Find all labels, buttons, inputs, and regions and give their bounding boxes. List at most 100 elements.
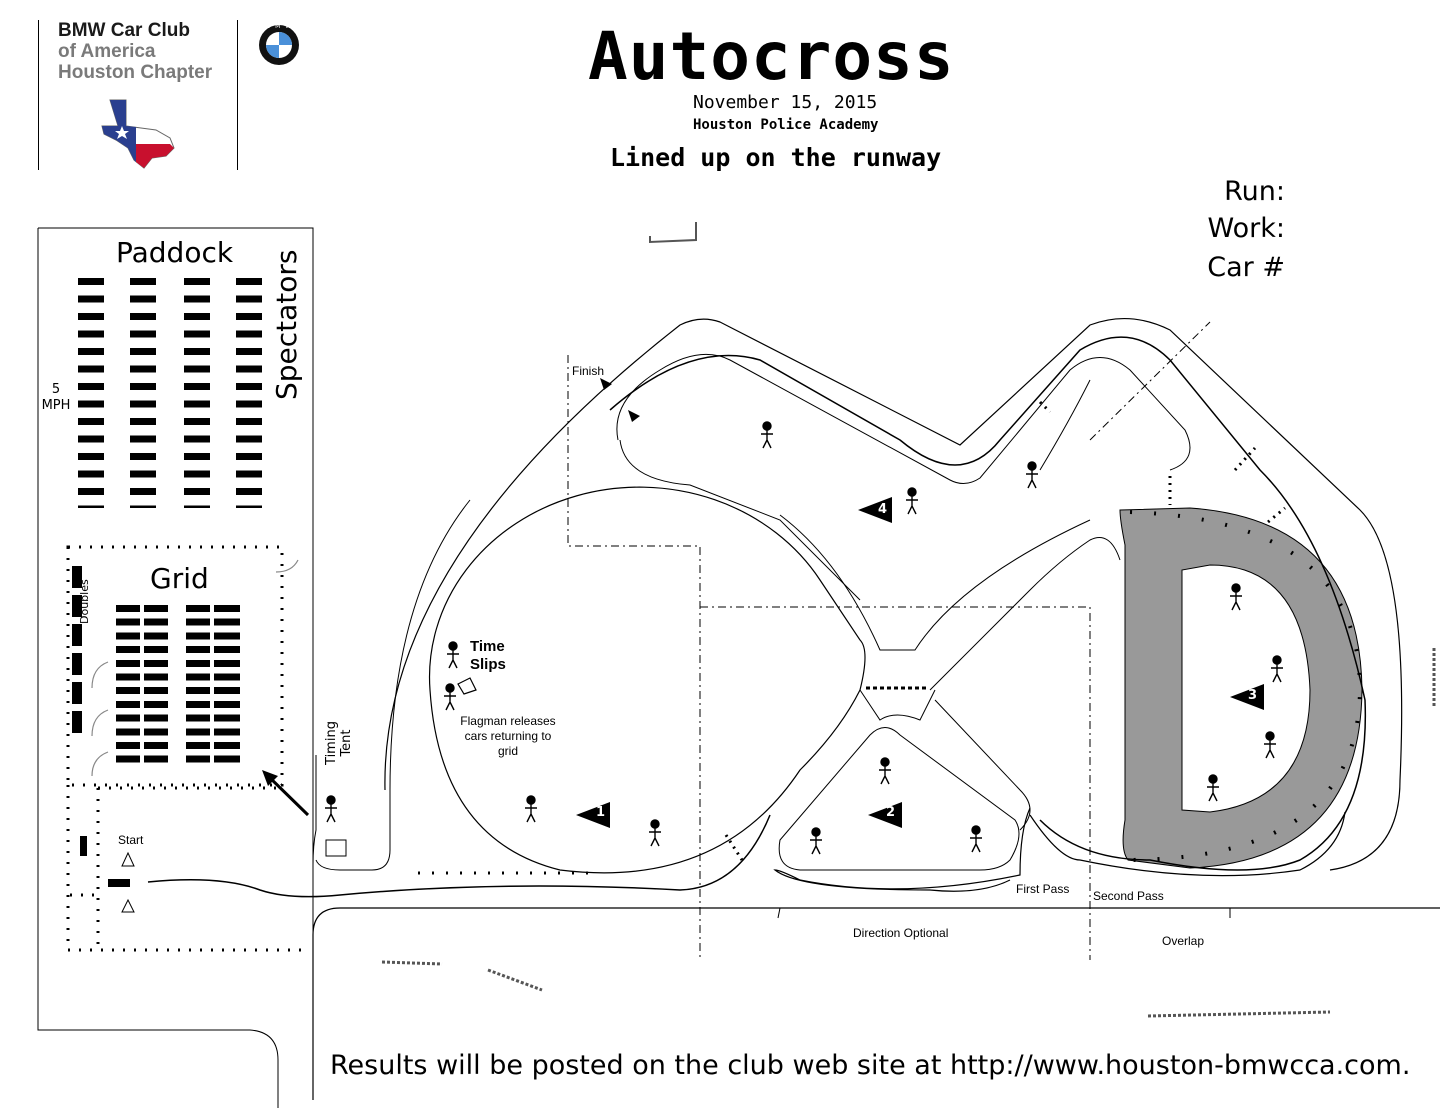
paddock-parking bbox=[78, 278, 268, 508]
worker-figure bbox=[444, 683, 456, 711]
dashed-line-mid bbox=[700, 606, 1091, 960]
track-outer bbox=[384, 318, 1403, 871]
station-3-flag bbox=[1230, 684, 1264, 710]
paddock-outline bbox=[37, 227, 314, 1108]
track-inner-top-2 bbox=[619, 439, 861, 601]
grid-parking bbox=[116, 605, 240, 769]
worker-figure bbox=[1264, 731, 1276, 759]
flagman-note: Flagman releases cars returning to grid bbox=[460, 714, 556, 758]
cone-row-5 bbox=[1267, 506, 1286, 524]
worker-figure bbox=[649, 819, 661, 847]
skid-pad-d bbox=[1119, 507, 1363, 869]
texas-flag-icon bbox=[101, 99, 175, 169]
grid-entry-arrow bbox=[275, 559, 299, 573]
car-number-label: Car # bbox=[1207, 252, 1285, 283]
station-1-number: 1 bbox=[596, 805, 606, 820]
club-name: BMW Car Club of America Houston Chapter bbox=[58, 20, 212, 83]
second-pass-label: Second Pass bbox=[1093, 889, 1164, 903]
worker-figure bbox=[906, 487, 918, 515]
results-footer: Results will be posted on the club web s… bbox=[330, 1050, 1411, 1081]
paddock-label: Paddock bbox=[116, 236, 234, 269]
dashed-line-finish bbox=[567, 355, 701, 960]
logo-divider-right bbox=[237, 20, 238, 170]
start-label: Start bbox=[118, 833, 144, 847]
spectators-label: Spectators bbox=[270, 249, 303, 400]
worker-figure bbox=[879, 757, 891, 785]
bmw-roundel-icon bbox=[259, 25, 299, 65]
sweeper-circle bbox=[428, 486, 866, 874]
station-3-number: 3 bbox=[1248, 688, 1258, 703]
triangle-island bbox=[778, 727, 1020, 871]
worker-figure bbox=[447, 641, 459, 669]
station-2-number: 2 bbox=[886, 805, 896, 820]
staging-dots bbox=[66, 785, 308, 952]
worker-figure bbox=[761, 421, 773, 449]
run-field-label: Run: bbox=[1224, 176, 1285, 207]
grid-arrow-1 bbox=[91, 661, 109, 689]
track-inner-top bbox=[616, 353, 1191, 484]
worker-figure bbox=[970, 825, 982, 853]
grid-arrow-3 bbox=[91, 751, 109, 777]
time-slips-label: Time Slips bbox=[470, 638, 506, 673]
crossover-lower bbox=[859, 689, 936, 721]
worker-figure bbox=[1207, 774, 1219, 802]
speed-limit-label: 5 MPH bbox=[41, 382, 71, 413]
station-4-flag bbox=[858, 497, 892, 523]
driving-line-right bbox=[1039, 379, 1091, 471]
finish-cone-2 bbox=[628, 410, 640, 422]
marker-bottom-3 bbox=[1147, 1010, 1331, 1018]
driving-line-start bbox=[147, 814, 771, 898]
station-2-flag bbox=[868, 802, 902, 828]
cone-row-4 bbox=[1233, 446, 1257, 472]
station-1-flag bbox=[576, 802, 610, 828]
event-date: November 15, 2015 bbox=[693, 92, 878, 113]
driving-line-course bbox=[609, 336, 1367, 871]
marker-top bbox=[649, 222, 697, 244]
timing-tent-label: Timing Tent bbox=[324, 721, 354, 765]
marker-bottom-2 bbox=[487, 968, 543, 992]
start-cone-2 bbox=[121, 898, 135, 913]
event-venue: Houston Police Academy bbox=[693, 117, 879, 133]
runway-edge bbox=[312, 907, 1440, 1100]
grid-label: Grid bbox=[150, 562, 209, 595]
club-name-line1: BMW Car Club bbox=[58, 20, 190, 41]
first-pass-label: First Pass bbox=[1016, 882, 1070, 896]
start-cone bbox=[121, 851, 135, 867]
start-car bbox=[108, 879, 130, 887]
return-arrow-head bbox=[262, 770, 278, 786]
worker-figure bbox=[1026, 461, 1038, 489]
club-name-line2: of America bbox=[58, 41, 156, 62]
worker-figures bbox=[325, 421, 1283, 855]
bmw-roundel-text: BMW bbox=[266, 23, 297, 30]
doubles-label: Doubles bbox=[78, 579, 91, 624]
worker-figure bbox=[1271, 655, 1283, 683]
edge-bracket bbox=[777, 907, 1231, 919]
right-road bbox=[929, 537, 1121, 831]
direction-optional-label: Direction Optional bbox=[853, 926, 949, 940]
logo-divider-left bbox=[38, 20, 39, 170]
event-subtitle: Lined up on the runway bbox=[610, 143, 942, 172]
station-4-number: 4 bbox=[878, 502, 888, 517]
timing-tent-icon bbox=[325, 839, 347, 857]
worker-figure bbox=[810, 827, 822, 855]
overlap-label: Overlap bbox=[1162, 934, 1205, 948]
sweeper-crossover bbox=[779, 514, 1091, 651]
grid-arrow-2 bbox=[91, 709, 109, 737]
checkered-flag-icon bbox=[457, 677, 477, 695]
driving-line-second-pass bbox=[1029, 811, 1346, 877]
work-field-label: Work: bbox=[1207, 213, 1285, 244]
worker-figure bbox=[1230, 583, 1242, 611]
page-title: Autocross bbox=[588, 18, 955, 95]
timing-tent-road bbox=[312, 499, 471, 871]
worker-figure bbox=[525, 795, 537, 823]
start-marker bbox=[80, 836, 87, 856]
marker-bottom-left bbox=[381, 960, 443, 966]
cone-row-6 bbox=[1038, 400, 1052, 414]
finish-cone-1 bbox=[600, 378, 612, 390]
dashed-line-diag bbox=[1089, 321, 1211, 441]
worker-figure bbox=[325, 795, 337, 823]
cone-row-2 bbox=[724, 834, 744, 861]
doubles-parking bbox=[72, 566, 82, 734]
